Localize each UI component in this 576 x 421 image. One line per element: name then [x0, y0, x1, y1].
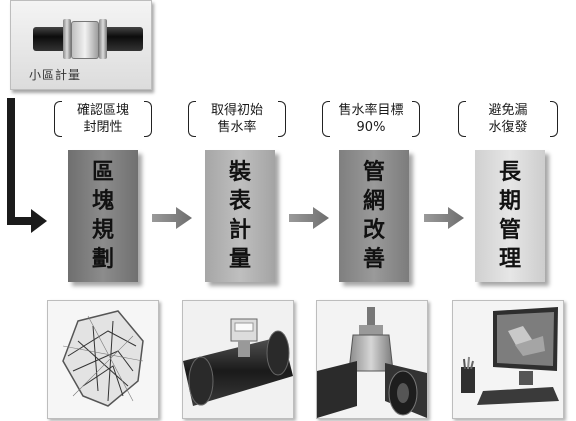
- note-4: 避免漏 水復發: [458, 97, 558, 141]
- l-arrow-vertical: [7, 98, 15, 225]
- photo-gate-valve: [316, 300, 428, 419]
- pipe-meter-icon: [183, 301, 293, 418]
- step-1-label: 區塊規劃: [91, 159, 114, 272]
- note-2: 取得初始 售水率: [188, 97, 286, 141]
- computer-monitor-icon: [453, 301, 563, 418]
- note-3: 售水率目標 90%: [322, 97, 420, 141]
- meter-image: 小區計量: [10, 0, 152, 90]
- note-2-text: 取得初始 售水率: [210, 103, 263, 135]
- note-1: 確認區塊 封閉性: [54, 97, 152, 141]
- note-1-text: 確認區塊 封閉性: [76, 103, 129, 135]
- step-1-box: 區塊規劃: [68, 150, 138, 282]
- pipe-network-map-icon: [48, 301, 158, 418]
- step-4-box: 長期管理: [475, 150, 545, 282]
- water-meter-icon: [71, 21, 99, 59]
- step-3-box: 管網改善: [339, 150, 409, 282]
- step-3-label: 管網改善: [362, 159, 385, 272]
- photo-pipe-meter: [182, 300, 294, 419]
- gate-valve-icon: [317, 301, 427, 418]
- photo-computer-monitor: [452, 300, 564, 419]
- flow-arrow-2-icon: [289, 207, 329, 229]
- arrow-head-icon: [31, 209, 47, 233]
- step-2-label: 裝表計量: [228, 159, 251, 272]
- flow-arrow-3-icon: [424, 207, 464, 229]
- note-4-text: 避免漏 水復發: [488, 103, 528, 135]
- flow-arrow-1-icon: [152, 207, 192, 229]
- l-arrow-horizontal: [7, 217, 35, 225]
- meter-image-label: 小區計量: [29, 68, 82, 82]
- step-2-box: 裝表計量: [205, 150, 275, 282]
- photo-pipe-network-map: [47, 300, 159, 419]
- step-4-label: 長期管理: [498, 159, 521, 272]
- note-3-text: 售水率目標 90%: [338, 103, 404, 135]
